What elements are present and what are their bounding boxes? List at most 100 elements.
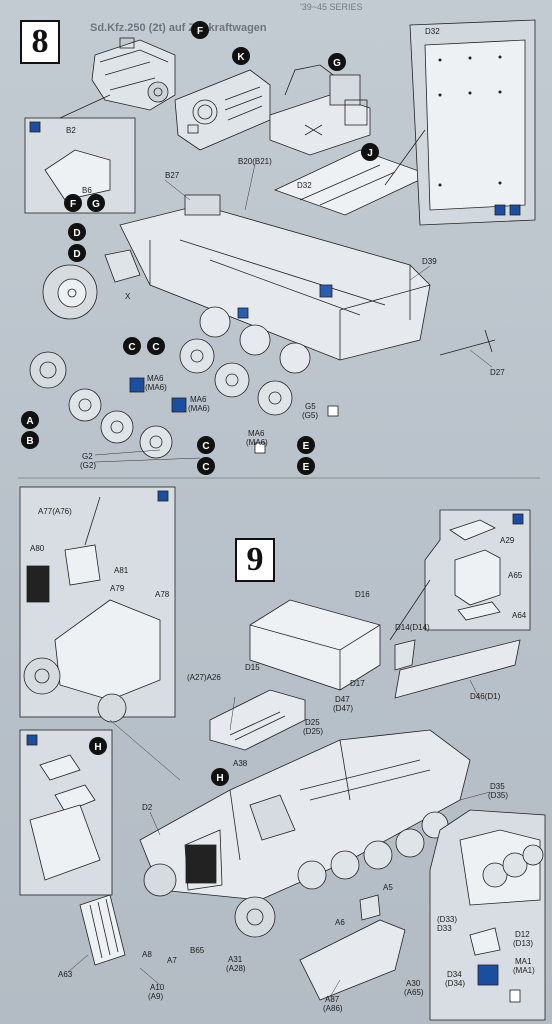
front-axle-hub — [104, 249, 141, 283]
part-label: D12 — [515, 930, 530, 939]
rear-box-d16 — [249, 599, 381, 691]
step-9-number: 9 — [235, 538, 275, 582]
paint-drop-icon — [509, 989, 521, 1003]
part-label: (D35) — [488, 791, 508, 800]
part-label: (A28) — [226, 964, 246, 973]
part-label: D39 — [422, 257, 437, 266]
part-label: (G5) — [302, 411, 318, 420]
hull-step8 — [119, 149, 432, 361]
hull-step9 — [139, 729, 471, 901]
part-label: A79 — [110, 584, 125, 593]
part-label: (D47) — [333, 704, 353, 713]
part-label: (D34) — [445, 979, 465, 988]
paint-icon — [129, 377, 145, 393]
callout-E-alt: E — [303, 462, 310, 473]
part-label: A7 — [167, 956, 177, 965]
part-label: (A27)A26 — [187, 673, 221, 682]
series-header: '39~45 SERIES — [300, 2, 363, 12]
part-label: A5 — [383, 883, 393, 892]
callout-G-inset: G — [92, 199, 100, 210]
part-label: MA6 — [248, 429, 265, 438]
part-label: (G2) — [80, 461, 96, 470]
glue-icon — [157, 490, 169, 502]
part-label: D17 — [350, 679, 365, 688]
callout-J: J — [367, 148, 373, 159]
part-label: D46(D1) — [470, 692, 501, 701]
leader-lines — [67, 163, 493, 998]
callout-C-3: C — [202, 441, 209, 452]
part-label: (MA6) — [188, 404, 210, 413]
part-label: G5 — [305, 402, 316, 411]
glue-icon — [29, 121, 41, 133]
leader-line — [59, 94, 111, 119]
road-wheels-step8 — [29, 306, 311, 459]
glue-icon — [512, 513, 524, 525]
grille-a63 — [79, 894, 126, 966]
callout-H-2: H — [216, 773, 223, 784]
part-label: A31 — [228, 955, 243, 964]
part-label: D27 — [490, 368, 505, 377]
glue-icon — [26, 734, 38, 746]
part-label: D14(D14) — [395, 623, 430, 632]
part-label: (A9) — [148, 992, 163, 1001]
part-label: D32 — [425, 27, 440, 36]
callout-B: B — [26, 436, 33, 447]
part-label: D33 — [437, 924, 452, 933]
glue-icon — [477, 964, 499, 986]
part-label: D35 — [490, 782, 505, 791]
part-label: G2 — [82, 452, 93, 461]
part-label: D25 — [305, 718, 320, 727]
callout-D-alt: D — [73, 249, 80, 260]
part-label: B65 — [190, 946, 205, 955]
part-label: (MA6) — [246, 438, 268, 447]
fender-a87 — [299, 919, 406, 1001]
callout-G: G — [333, 58, 341, 69]
callout-C: C — [128, 342, 135, 353]
part-label: A8 — [142, 950, 152, 959]
part-label: MA6 — [147, 374, 164, 383]
callout-F: F — [197, 26, 203, 37]
part-label: B27 — [165, 171, 180, 180]
callout-H: H — [94, 742, 101, 753]
inset-engine-part — [44, 149, 111, 201]
callout-C-alt: C — [202, 462, 209, 473]
paint-drop-icon — [254, 442, 266, 454]
callout-E: E — [303, 441, 310, 452]
glue-icon — [509, 204, 521, 216]
step-8-number: 8 — [20, 20, 60, 64]
part-label: (D13) — [513, 939, 533, 948]
part-label: D34 — [447, 970, 462, 979]
part-label: A64 — [512, 611, 527, 620]
callout-A: A — [26, 416, 33, 427]
part-label: A30 — [406, 979, 421, 988]
part-label: B6 — [82, 186, 92, 195]
part-label: D15 — [245, 663, 260, 672]
part-label: B20(B21) — [238, 157, 272, 166]
radio-box-assembly — [269, 64, 371, 156]
part-label: B2 — [66, 126, 76, 135]
part-label: A38 — [233, 759, 248, 768]
dashboard-assembly — [174, 69, 271, 151]
part-label: D16 — [355, 590, 370, 599]
part-label: (MA1) — [513, 966, 535, 975]
part-label: X — [125, 292, 131, 301]
hood-panel-a26 — [209, 689, 306, 751]
part-label: D47 — [335, 695, 350, 704]
part-label: A6 — [335, 918, 345, 927]
part-label: (A86) — [323, 1004, 343, 1013]
callout-C-2: C — [152, 342, 159, 353]
callout-F-inset: F — [70, 199, 76, 210]
part-label: A80 — [30, 544, 45, 553]
page-title: Sd.Kfz.250 (2t) auf Zugkraftwagen — [90, 22, 267, 34]
part-label: (MA6) — [145, 383, 167, 392]
callout-K: K — [237, 52, 245, 63]
part-label: A29 — [500, 536, 515, 545]
decal-icon — [327, 405, 339, 417]
part-label: D2 — [142, 803, 153, 812]
part-label: (A65) — [404, 988, 424, 997]
part-label: MA1 — [515, 957, 532, 966]
part-label: (D25) — [303, 727, 323, 736]
radiator-grille-a80 — [26, 565, 50, 603]
